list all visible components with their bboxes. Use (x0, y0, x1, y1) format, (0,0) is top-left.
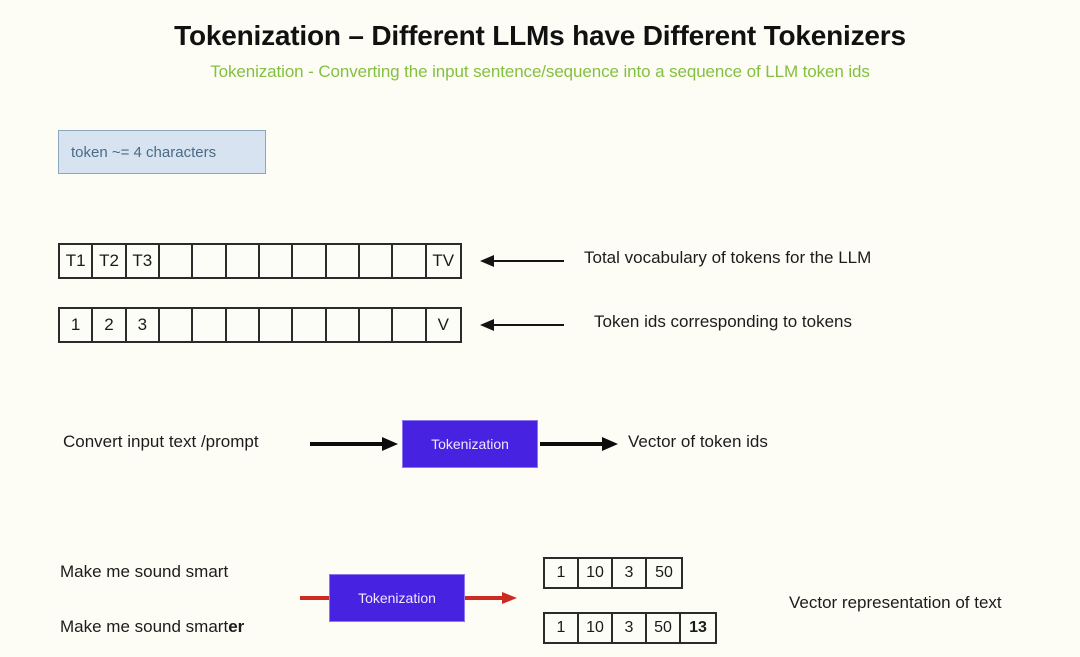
token-id-cell: 50 (655, 564, 673, 581)
strip-cell (193, 309, 227, 341)
arrow-head (382, 437, 398, 451)
strip-cell (227, 309, 260, 341)
tokenization-process-label: Tokenization (431, 436, 509, 452)
strip-cell: T2 (93, 245, 127, 277)
arrow-shaft (488, 260, 564, 262)
arrow-shaft (300, 596, 330, 600)
vocabulary-arrow-icon (480, 255, 564, 267)
flow-arrow-out-icon (540, 437, 618, 451)
strip-cell: T1 (60, 245, 94, 277)
example-sentence-2: Make me sound smarter (60, 617, 244, 637)
token-size-note-text: token ~= 4 characters (71, 143, 217, 161)
strip-cell (260, 245, 294, 277)
strip-cell: 2 (93, 309, 127, 341)
token-size-note-box: token ~= 4 characters (58, 130, 266, 174)
token-id-cell: 3 (613, 559, 647, 587)
page-subtitle: Tokenization - Converting the input sent… (210, 62, 870, 81)
strip-cell (160, 309, 194, 341)
token-ids-annotation: Token ids corresponding to tokens (594, 312, 852, 331)
page-title: Tokenization – Different LLMs have Diffe… (174, 20, 906, 51)
example-tokenization-label: Tokenization (358, 590, 436, 606)
strip-cell (360, 309, 394, 341)
strip-cell (327, 309, 360, 341)
vocabulary-annotation: Total vocabulary of tokens for the LLM (584, 248, 872, 267)
strip-cell: T3 (127, 245, 160, 277)
strip-cell: 3 (127, 309, 160, 341)
token-id-cell: 10 (579, 559, 613, 587)
token-ids-arrow-icon (480, 319, 564, 331)
arrow-shaft (310, 442, 382, 446)
arrow-shaft (488, 324, 564, 326)
strip-cell (393, 245, 427, 277)
strip-cell (260, 309, 294, 341)
vector-representation-label: Vector representation of text (789, 593, 1002, 612)
strip-cell (393, 309, 427, 341)
strip-cell (293, 245, 327, 277)
example-sentence-2-suffix: er (228, 617, 245, 636)
flow-input-label: Convert input text /prompt (63, 432, 259, 451)
strip-cell (160, 245, 194, 277)
token-id-cell: 13 (689, 619, 707, 636)
strip-cell (227, 245, 260, 277)
strip-cell (193, 245, 227, 277)
token-id-cell: 1 (545, 559, 579, 587)
strip-cell (327, 245, 360, 277)
arrow-head (480, 319, 494, 331)
example-arrow-in-icon (300, 592, 330, 604)
arrow-shaft (465, 596, 502, 600)
token-id-cell: 50 (647, 614, 681, 642)
strip-cell (293, 309, 327, 341)
token-id-cell: 3 (613, 614, 647, 642)
example-sentence-2-plain: Make me sound smart (60, 617, 229, 636)
arrow-head (602, 437, 618, 451)
token-id-cell: 10 (579, 614, 613, 642)
example-sentence-1: Make me sound smart (60, 562, 229, 581)
example-tokenization-box: Tokenization (329, 574, 465, 622)
strip-cell: 1 (60, 309, 94, 341)
arrow-head (502, 592, 517, 604)
strip-cell (360, 245, 394, 277)
token-id-cell: 1 (545, 614, 579, 642)
flow-output-label: Vector of token ids (628, 432, 768, 451)
strip-cell: TV (432, 251, 455, 270)
arrow-shaft (540, 442, 602, 446)
arrow-head (480, 255, 494, 267)
tokenization-process-box: Tokenization (402, 420, 538, 468)
flow-arrow-in-icon (310, 437, 398, 451)
example-arrow-out-icon (465, 592, 517, 604)
strip-cell: V (437, 315, 449, 334)
